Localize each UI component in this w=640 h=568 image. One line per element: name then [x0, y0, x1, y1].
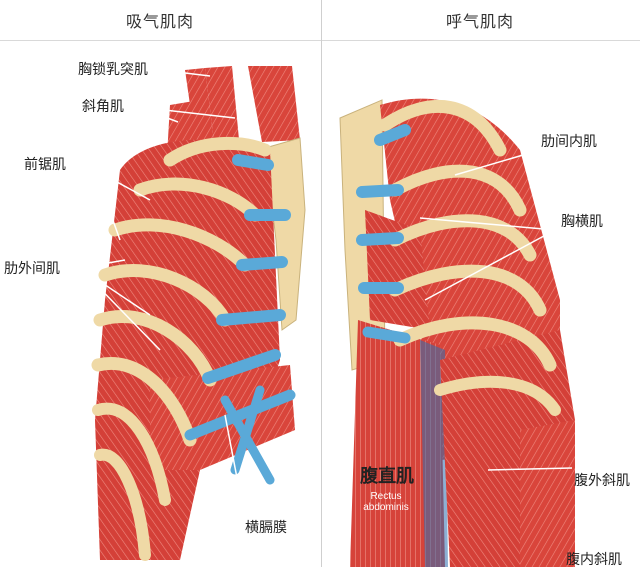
label-rectus-abdominis-latin: Rectus abdominis: [363, 491, 409, 513]
ribs-left: [91, 137, 272, 561]
label-external-oblique: 腹外斜肌: [574, 473, 630, 489]
label-diaphragm: 横膈膜: [245, 520, 287, 536]
rectus-sheath: [420, 340, 448, 567]
panel-divider: [321, 0, 322, 567]
inspiratory-muscles-heading: 吸气肌肉: [125, 12, 194, 31]
label-sternocleidomastoid: 胸锁乳突肌: [78, 62, 148, 78]
right-ribcage: [339, 98, 575, 567]
label-scalene: 斜角肌: [82, 99, 124, 115]
scm-muscle-mid: [205, 66, 240, 150]
expiratory-muscles-heading: 呼气肌肉: [445, 12, 514, 31]
label-rectus-abdominis: 腹直肌: [360, 466, 414, 487]
costal-cartilage-left: [184, 154, 296, 485]
scalene-muscle: [248, 66, 300, 142]
leader-lines-left: [79, 69, 246, 521]
ribs-right: [378, 99, 561, 416]
leader-lines-right: [419, 149, 573, 471]
internal-oblique-muscle: [520, 420, 575, 567]
label-transversus-thoracis: 胸横肌: [561, 214, 603, 230]
label-external-intercostal: 肋外间肌: [4, 261, 60, 277]
costal-cartilage-right: [356, 124, 411, 344]
sternum-left: [264, 137, 306, 331]
header-row: 吸气肌肉 呼气肌肉: [0, 0, 640, 41]
label-internal-oblique: 腹内斜肌: [566, 552, 622, 568]
label-serratus-anterior: 前锯肌: [24, 157, 66, 173]
left-ribcage: [91, 66, 306, 561]
label-internal-intercostal: 肋间内肌: [541, 134, 597, 150]
